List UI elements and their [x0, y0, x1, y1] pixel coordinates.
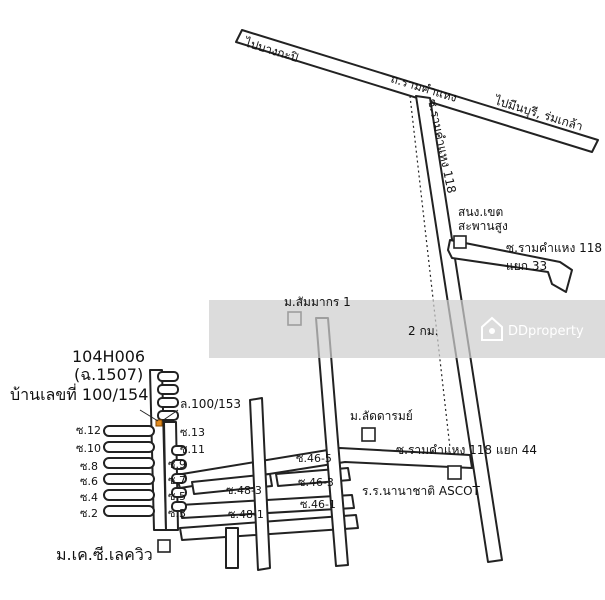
label-soi-46-5: ซ.46-5	[296, 452, 332, 465]
label-police-station-1: สนง.เขต	[458, 205, 503, 219]
label-moo-sammakorn: ม.สัมมากร 1	[284, 295, 351, 309]
label-soi-46-3: ซ.46-3	[298, 476, 334, 489]
watermark-band	[209, 300, 605, 358]
house-number-leader	[139, 409, 159, 422]
label-soi-7: ซ.7	[168, 474, 186, 487]
label-soi-2: ซ.2	[80, 507, 98, 520]
label-soi-11: ซ.11	[180, 443, 205, 456]
label-school-ascot: ร.ร.นานาชาติ ASCOT	[362, 484, 481, 498]
label-soi-48-3: ซ.48-3	[226, 484, 262, 497]
label-soi-4: ซ.4	[80, 491, 98, 504]
label-lot-number: ล.100/153	[180, 397, 241, 411]
label-soi-8: ซ.8	[80, 460, 98, 473]
label-soi-5: ซ.5	[168, 490, 186, 503]
label-house-number: บ้านเลขที่ 100/154	[10, 383, 148, 404]
label-distance: 2 กม.	[408, 324, 438, 338]
label-moo-ladda: ม.ลัดดารมย์	[350, 409, 413, 423]
label-soi-118-yaek33-1: ซ.รามคำแหง 118	[506, 241, 602, 255]
watermark-brand: DDproperty	[508, 324, 584, 339]
distance-dotted-line	[409, 95, 451, 449]
label-soi-46-1: ซ.46-1	[300, 498, 336, 511]
label-soi-13: ซ.13	[180, 426, 205, 439]
ladda-building	[361, 427, 376, 442]
label-soi-12: ซ.12	[76, 424, 101, 437]
label-soi-9: ซ.9	[168, 458, 186, 471]
label-police-station-2: สะพานสูง	[458, 219, 508, 234]
label-soi-10: ซ.10	[76, 442, 101, 455]
village-upper-sois	[157, 371, 187, 512]
label-soi-6: ซ.6	[80, 475, 98, 488]
property-location-marker	[155, 419, 163, 427]
label-property-sub: (ฉ.1507)	[74, 365, 143, 384]
vertical-road-short	[225, 527, 239, 569]
label-soi-118-yaek33-2: แยก 33	[506, 259, 547, 273]
vertical-road-left	[249, 397, 271, 571]
ddproperty-logo-icon	[481, 316, 503, 341]
kc-lakeview-building	[157, 539, 171, 553]
soi-118-yaek33-road	[447, 239, 573, 293]
village-left-sois	[103, 425, 155, 517]
label-village-kc: ม.เค.ซี.เลควิว	[56, 545, 153, 564]
label-soi-118-yaek44: ซ.รามคำแหง 118 แยก 44	[396, 443, 537, 457]
lot-number-leader	[161, 409, 179, 422]
label-soi-3: ซ.3	[168, 507, 186, 520]
label-soi-48-1: ซ.48-1	[228, 508, 264, 521]
soi-48-3-road	[191, 473, 273, 495]
police-station-building	[453, 235, 467, 249]
label-property-code: 104H006	[72, 347, 145, 366]
ascot-school-building	[447, 465, 462, 480]
ramkhamhaeng-road	[235, 29, 599, 153]
